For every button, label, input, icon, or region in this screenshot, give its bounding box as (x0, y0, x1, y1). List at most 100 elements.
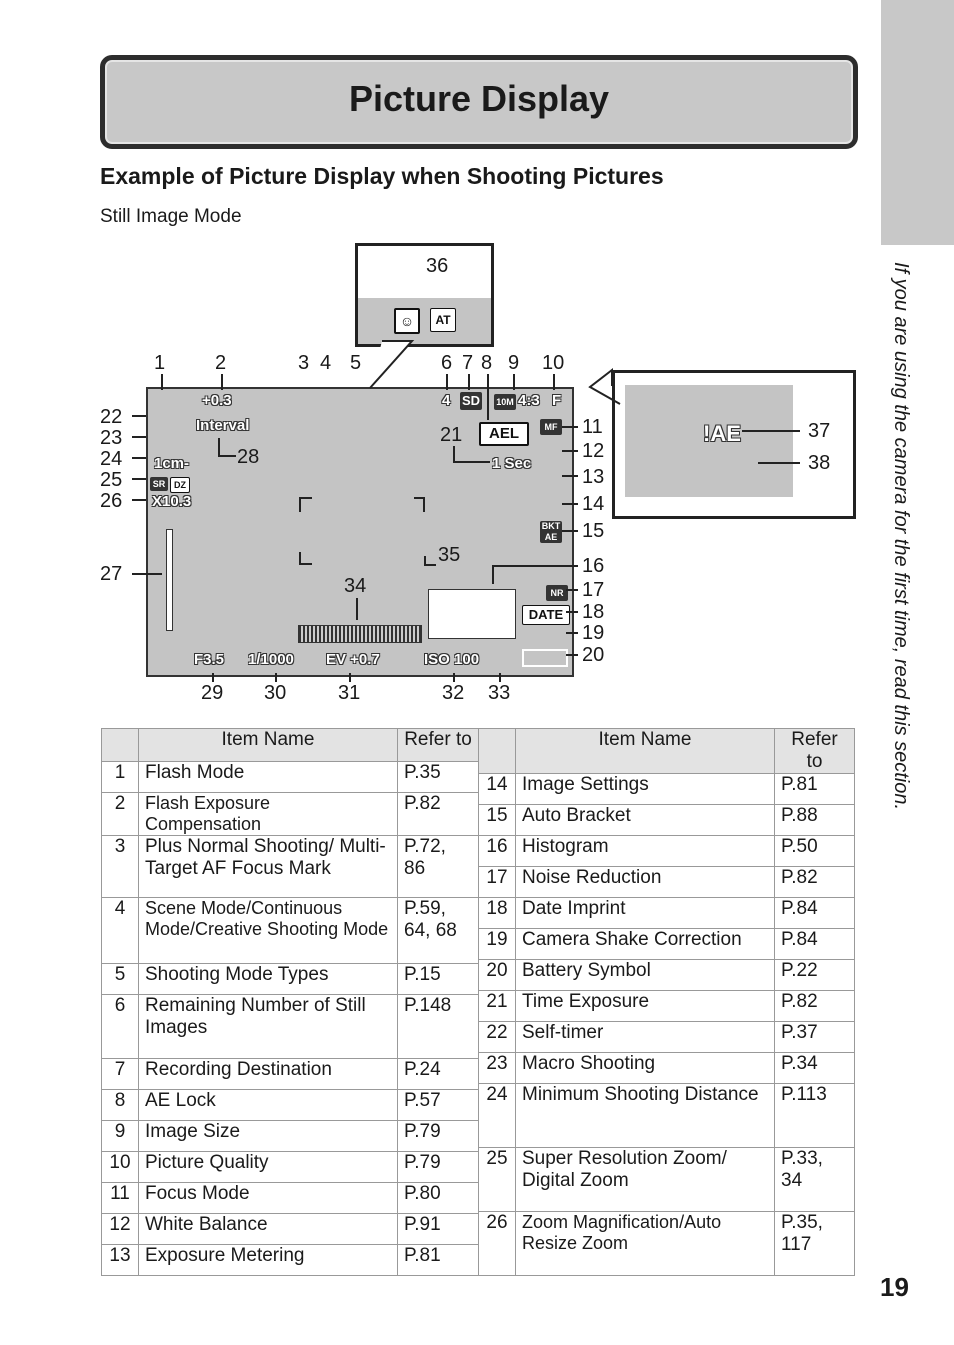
table-header-row: Item Name Refer to (101, 728, 479, 762)
callout-34: 34 (344, 575, 367, 597)
mf-icon: MF (540, 419, 562, 435)
date-icon: DATE (522, 605, 570, 625)
iso-value: ISO 100 (424, 651, 480, 668)
callout-12: 12 (582, 440, 605, 462)
leader-lines (132, 340, 800, 682)
section-subheading: Still Image Mode (100, 206, 242, 227)
header-item-name: Item Name (138, 728, 398, 762)
header-refer-to: Refer to (774, 728, 855, 774)
section-heading: Example of Picture Display when Shooting… (100, 163, 664, 189)
callout-11: 11 (582, 416, 603, 438)
callout-3: 3 (298, 352, 310, 374)
callout-30: 30 (264, 682, 287, 704)
callout-13: 13 (582, 466, 605, 488)
title-box: Picture Display (100, 55, 858, 149)
callout-19: 19 (582, 622, 605, 644)
size-badge: 10M (494, 394, 516, 410)
header-no (478, 728, 516, 774)
callout-9: 9 (508, 352, 520, 374)
scene-auto-icon: AT (430, 308, 456, 332)
callout-25: 25 (100, 469, 123, 491)
display-diagram: ☺ AT +0.3 Interval 4 SD 10M 4:3 F AEL 1 … (100, 243, 856, 704)
exposure-time: 1 Sec (492, 455, 532, 472)
callout-15: 15 (582, 520, 605, 542)
callout-22: 22 (100, 406, 123, 428)
sd-icon: SD (460, 392, 482, 410)
histogram (428, 589, 516, 639)
callout-35: 35 (438, 544, 461, 566)
callout-27: 27 (100, 563, 123, 585)
callout-29: 29 (201, 682, 224, 704)
ael-icon: AEL (479, 422, 529, 446)
dz-icon: DZ (170, 477, 190, 493)
callout-2: 2 (215, 352, 227, 374)
nr-icon: NR (546, 585, 568, 601)
portrait-icon: ☺ (394, 308, 420, 334)
side-tab-text: If you are using the camera for the firs… (890, 262, 912, 811)
callout-14: 14 (582, 493, 605, 515)
remaining-count: 4 (442, 392, 451, 409)
aperture-value: F3.5 (194, 651, 225, 668)
page-number: 19 (880, 1272, 909, 1302)
callout-36: 36 (426, 255, 449, 277)
callout-33: 33 (488, 682, 511, 704)
page-title: Picture Display (348, 78, 610, 119)
callout-24: 24 (100, 448, 123, 470)
shutter-value: 1/1000 (248, 651, 294, 668)
aspect-ratio: 4:3 (518, 392, 540, 409)
callout-18: 18 (582, 601, 605, 623)
side-tab (881, 0, 954, 245)
header-no (101, 728, 139, 762)
callout-23: 23 (100, 427, 123, 449)
zoom-magnification: X10.3 (152, 493, 192, 510)
callout-37: 37 (808, 420, 831, 442)
callout-7: 7 (462, 352, 474, 374)
callout-4: 4 (320, 352, 332, 374)
callout-6: 6 (441, 352, 453, 374)
callout-20: 20 (582, 644, 605, 666)
callout-16: 16 (582, 555, 605, 577)
quality-mark: F (552, 392, 562, 409)
callout-8: 8 (481, 352, 493, 374)
sr-icon: SR (150, 477, 168, 491)
callout-17: 17 (582, 579, 605, 601)
callout-21: 21 (440, 424, 463, 446)
bkt-icon: BKT AE (540, 521, 562, 543)
table-header-row: Item Name Refer to (478, 728, 855, 774)
interval-label: Interval (196, 417, 250, 434)
header-item-name: Item Name (515, 728, 775, 774)
header-refer-to: Refer to (397, 728, 479, 762)
callout-5: 5 (350, 352, 362, 374)
callout-31: 31 (338, 682, 361, 704)
macro-distance: 1cm- (154, 455, 190, 472)
callout-1: 1 (154, 352, 166, 374)
ae-warning: !AE (703, 421, 741, 446)
flash-comp-value: +0.3 (202, 392, 232, 409)
callout-38: 38 (808, 452, 831, 474)
callout-32: 32 (442, 682, 465, 704)
exposure-bar (298, 625, 422, 643)
